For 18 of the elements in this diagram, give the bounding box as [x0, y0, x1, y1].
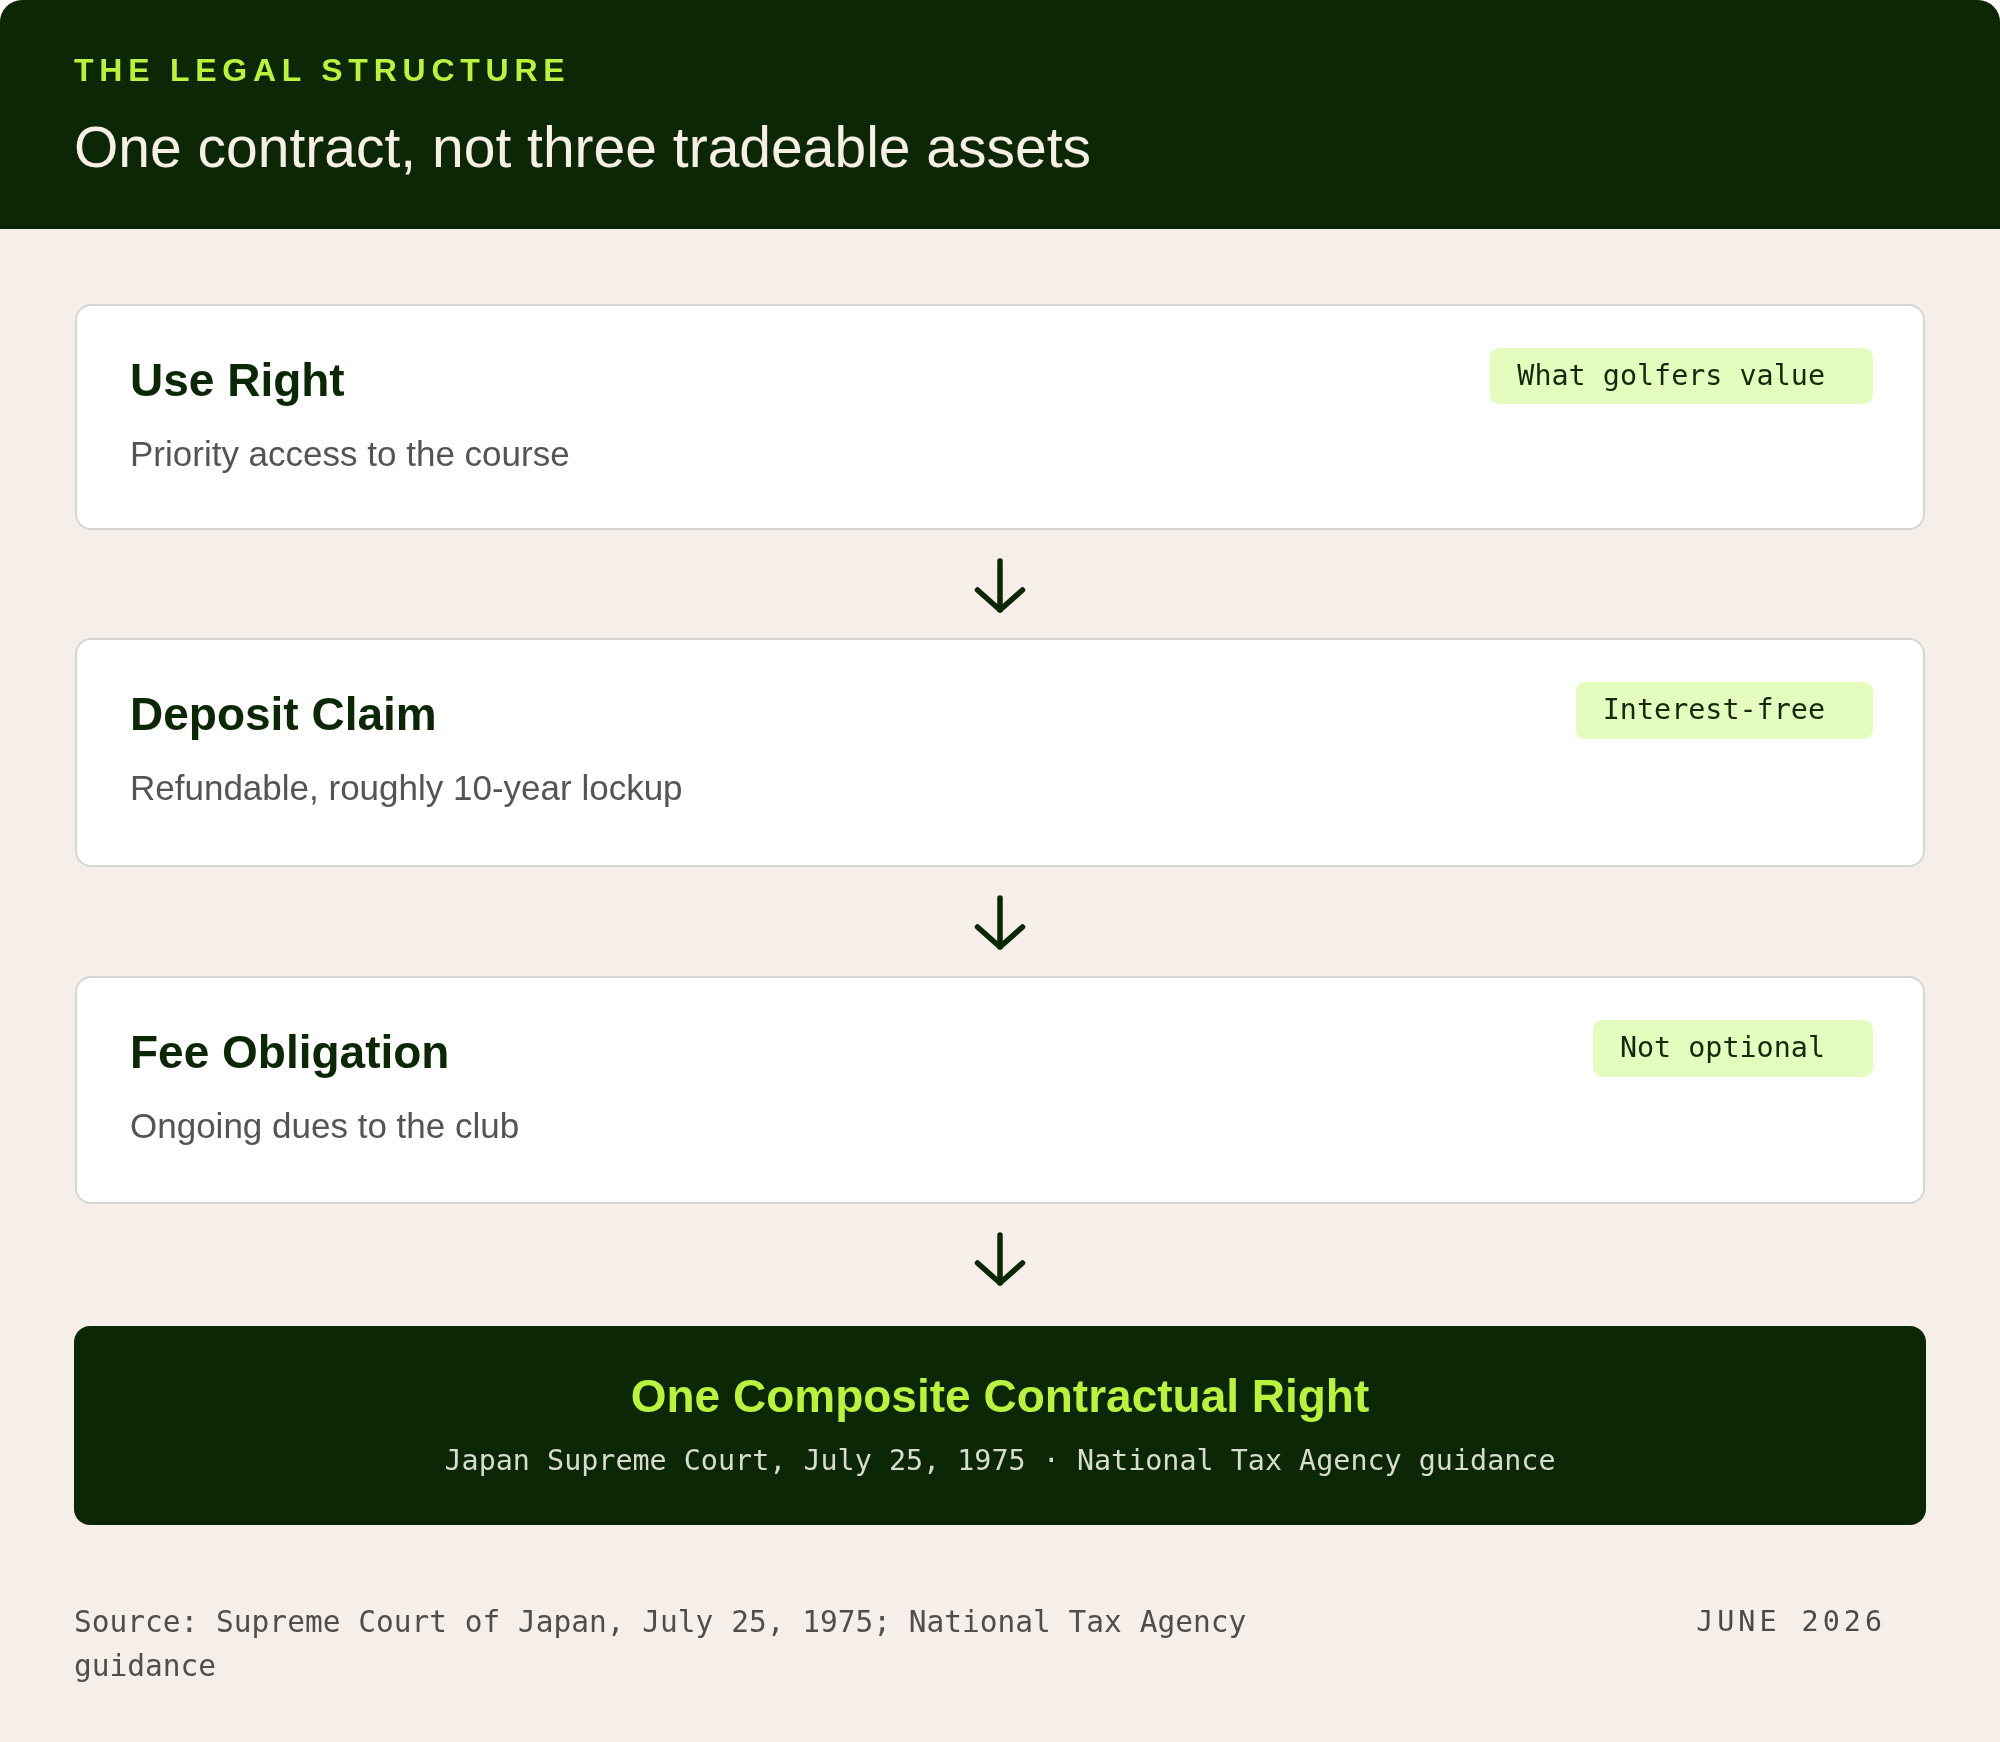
summary-panel — [74, 1326, 1926, 1525]
flow-arrow — [974, 895, 1026, 950]
info-card — [75, 304, 1925, 530]
info-card — [75, 976, 1925, 1204]
source-note: Source: Supreme Court of Japan, July 25, 1975; National Tax Agency guidance — [74, 1604, 1248, 1685]
section-label: THE LEGAL STRUCTURE — [74, 54, 571, 86]
info-card — [75, 638, 1925, 867]
flow-arrow — [974, 558, 1026, 613]
tag-pill: Interest-free — [1575, 682, 1873, 739]
citation-text: Japan Supreme Court, July 25, 1975 · National Tax Agency guidance — [444, 1447, 1556, 1476]
page-title: One contract, not three tradeable assets — [74, 119, 1092, 176]
card-description: Priority access to the course — [130, 436, 570, 471]
card-description: Ongoing dues to the club — [130, 1108, 520, 1143]
tag-pill: Not optional — [1592, 1020, 1873, 1077]
card-description: Refundable, roughly 10-year lockup — [130, 770, 683, 805]
date-label: JUNE 2026 — [1696, 1608, 1886, 1637]
flow-arrow — [974, 1232, 1026, 1286]
tag-pill: What golfers value — [1490, 348, 1873, 404]
